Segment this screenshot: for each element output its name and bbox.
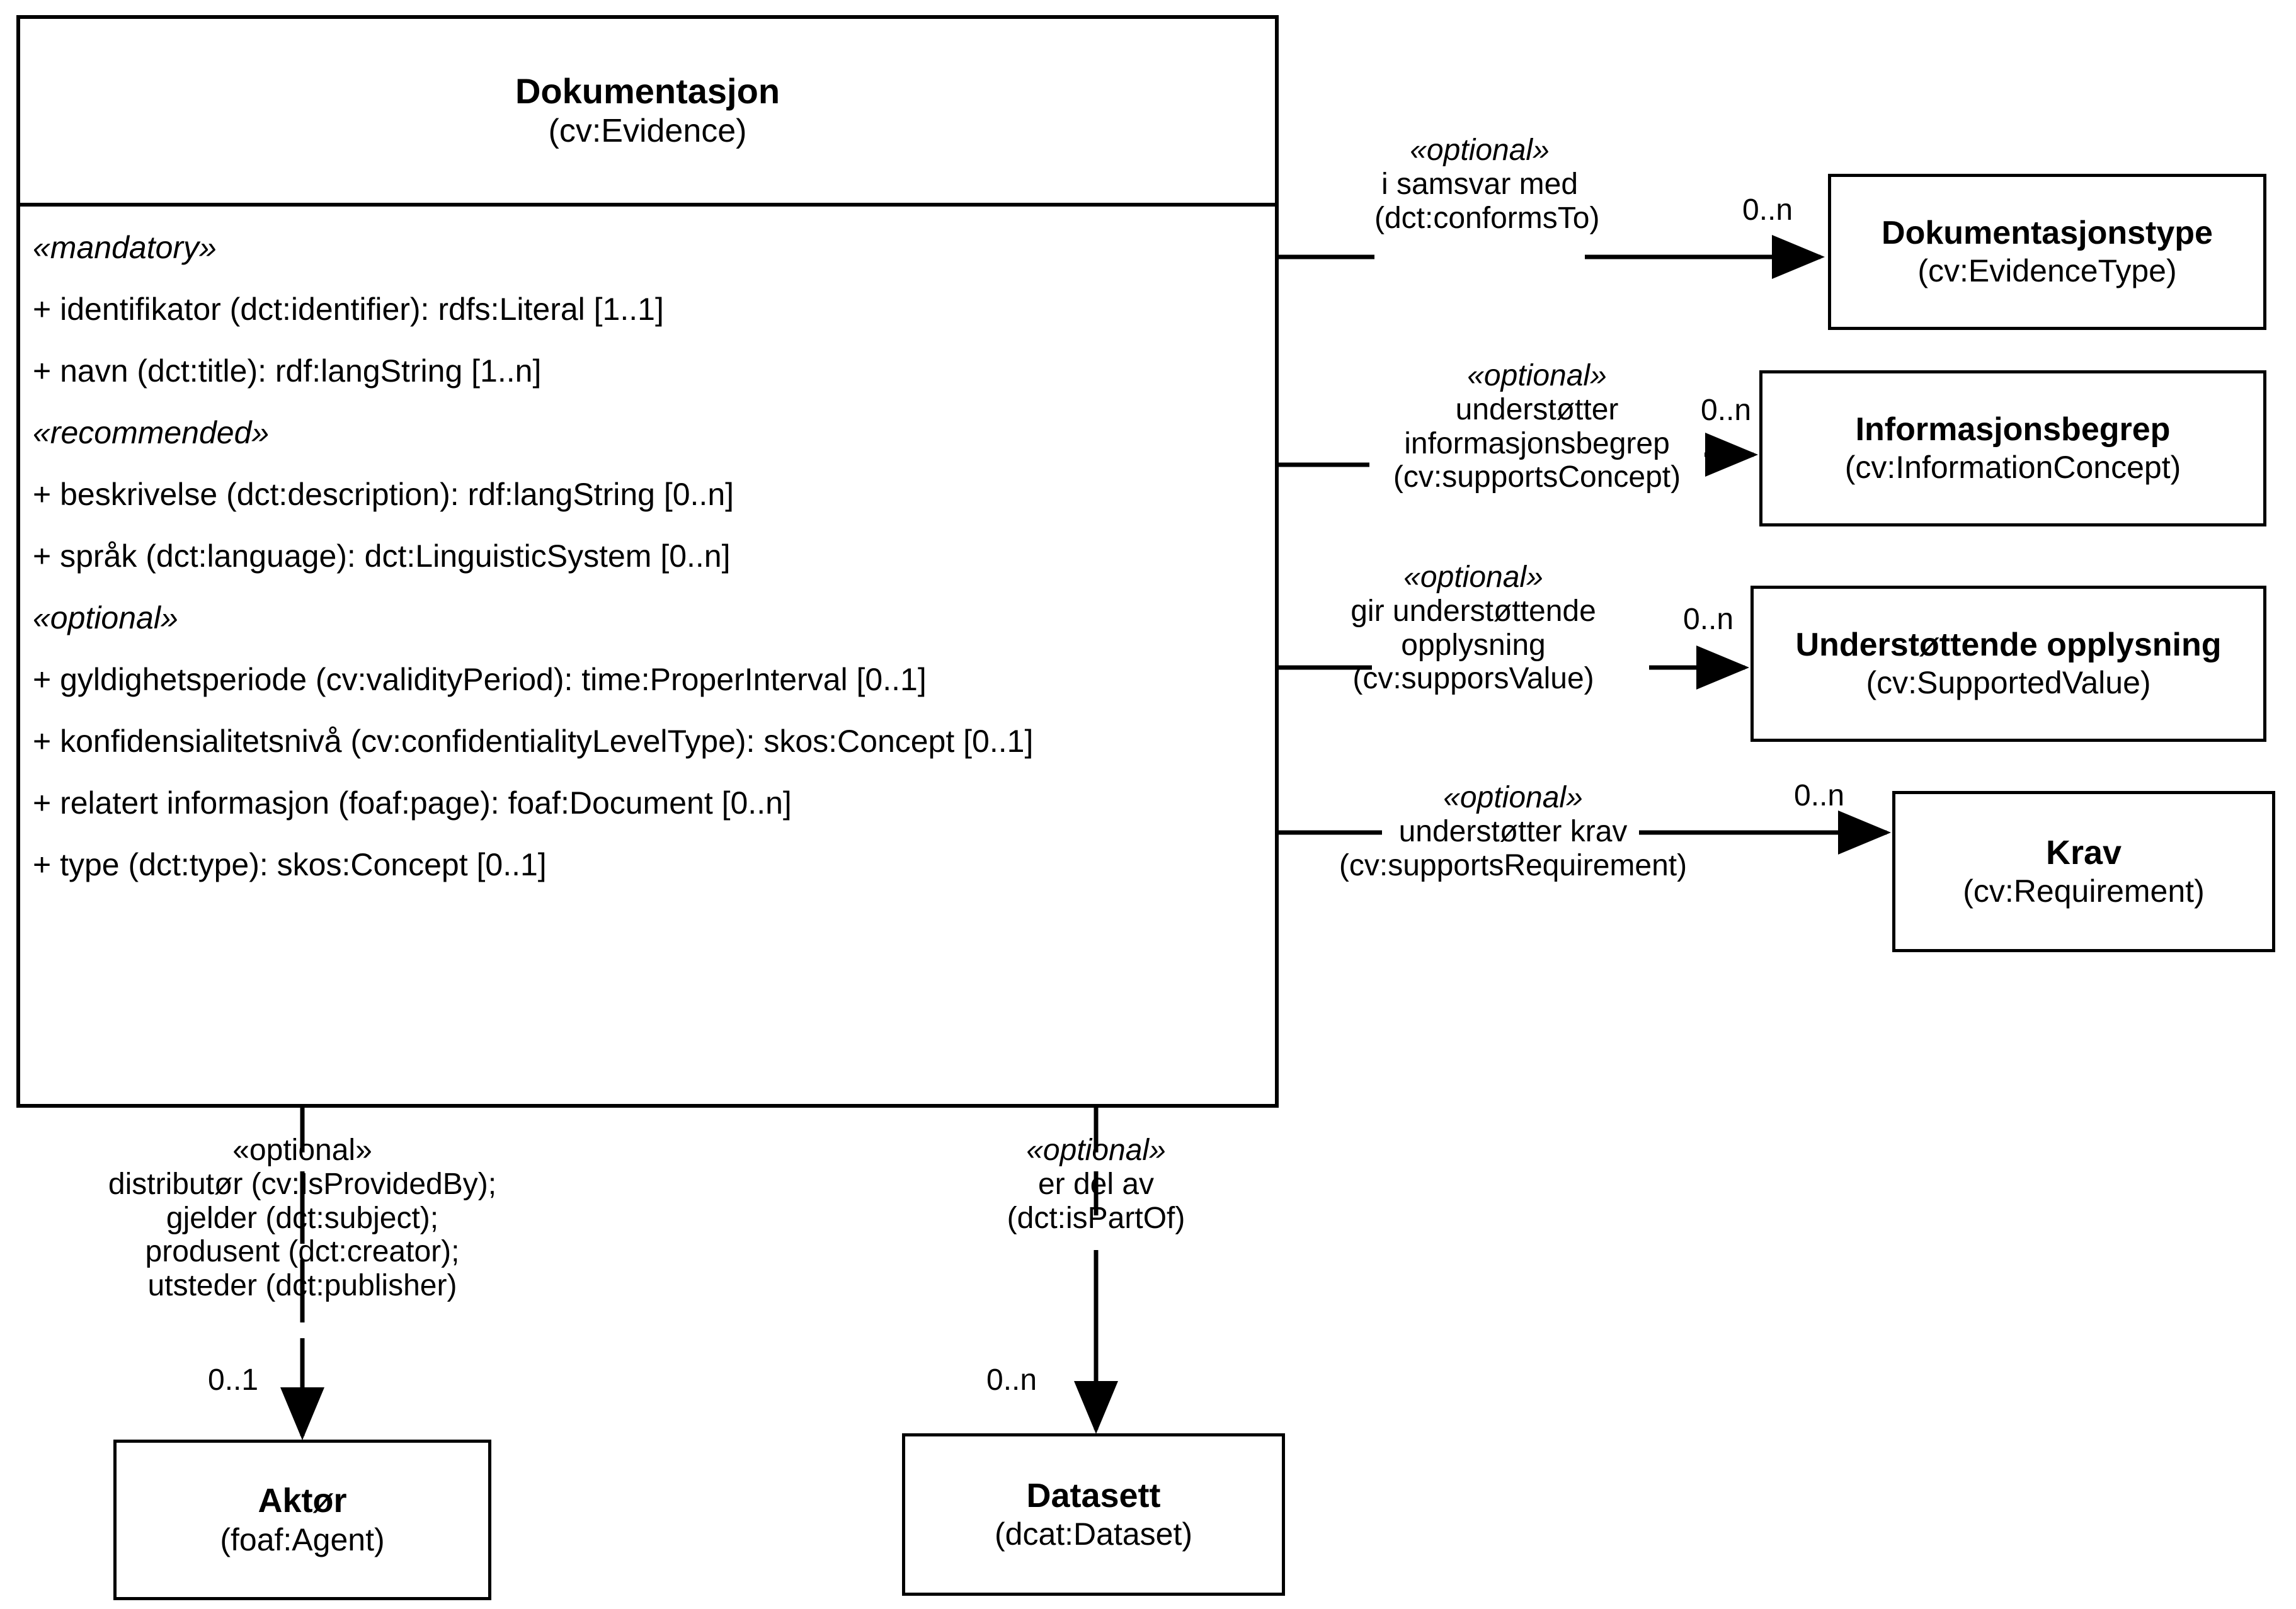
class-uri: (cv:InformationConcept) bbox=[1844, 450, 2181, 486]
class-box-krav[interactable]: Krav (cv:Requirement) bbox=[1892, 791, 2275, 952]
class-box-aktor[interactable]: Aktør (foaf:Agent) bbox=[113, 1440, 491, 1600]
multiplicity-supports-requirement: 0..n bbox=[1794, 779, 1845, 812]
association-role-line1: gir understøttende bbox=[1351, 594, 1596, 628]
attribute-sprak: + språk (dct:language): dct:LinguisticSy… bbox=[33, 538, 731, 574]
class-name: Datasett bbox=[1026, 1476, 1161, 1515]
association-role: understøtter krav bbox=[1398, 814, 1628, 848]
stereotype-mandatory: «mandatory» bbox=[33, 230, 217, 265]
association-role-produsent: produsent (dct:creator); bbox=[145, 1235, 460, 1269]
association-stereotype: «optional» bbox=[232, 1134, 372, 1167]
class-box-understottende-opplysning[interactable]: Understøttende opplysning (cv:SupportedV… bbox=[1751, 586, 2266, 742]
association-stereotype: «optional» bbox=[1410, 134, 1550, 167]
association-property: (cv:supportsConcept) bbox=[1393, 460, 1681, 494]
association-stereotype: «optional» bbox=[1467, 359, 1607, 392]
attribute-relatert-informasjon: + relatert informasjon (foaf:page): foaf… bbox=[33, 785, 792, 821]
class-name: Krav bbox=[2045, 833, 2122, 872]
class-header-datasett: Datasett (dcat:Dataset) bbox=[905, 1436, 1282, 1593]
stereotype-recommended: «recommended» bbox=[33, 415, 270, 450]
class-header-aktor: Aktør (foaf:Agent) bbox=[117, 1443, 488, 1597]
stereotype-optional: «optional» bbox=[33, 600, 178, 635]
class-name: Dokumentasjon bbox=[515, 71, 780, 111]
class-uri: (dcat:Dataset) bbox=[994, 1516, 1192, 1552]
multiplicity-supports-concept: 0..n bbox=[1701, 394, 1752, 427]
association-label-is-part-of: «optional» er del av (dct:isPartOf) bbox=[939, 1134, 1254, 1235]
class-box-dokumentasjon[interactable]: Dokumentasjon (cv:Evidence) «mandatory» … bbox=[16, 15, 1279, 1108]
association-stereotype: «optional» bbox=[1443, 781, 1583, 814]
association-label-supports-concept: «optional» understøtter informasjonsbegr… bbox=[1369, 359, 1705, 494]
attribute-gyldighetsperiode: + gyldighetsperiode (cv:validityPeriod):… bbox=[33, 662, 927, 697]
class-uri: (cv:SupportedValue) bbox=[1866, 665, 2151, 701]
association-role: i samsvar med bbox=[1381, 167, 1579, 201]
association-role: er del av bbox=[1037, 1167, 1155, 1201]
class-header-dokumentasjonstype: Dokumentasjonstype (cv:EvidenceType) bbox=[1831, 177, 2263, 327]
association-label-conforms-to: «optional» i samsvar med (dct:conformsTo… bbox=[1374, 134, 1600, 235]
class-name: Informasjonsbegrep bbox=[1855, 411, 2171, 448]
class-box-datasett[interactable]: Datasett (dcat:Dataset) bbox=[902, 1433, 1285, 1596]
association-property: (cv:supportsRequirement) bbox=[1339, 848, 1688, 882]
association-label-agent-roles: «optional» distributør (cv:IsProvidedBy)… bbox=[19, 1134, 586, 1303]
class-uri: (foaf:Agent) bbox=[220, 1521, 385, 1557]
attribute-navn: + navn (dct:title): rdf:langString [1..n… bbox=[33, 353, 542, 389]
multiplicity-supports-value: 0..n bbox=[1683, 603, 1734, 636]
association-label-supports-value: «optional» gir understøttende opplysning… bbox=[1298, 560, 1649, 696]
class-attributes-compartment: «mandatory» + identifikator (dct:identif… bbox=[20, 207, 1275, 1104]
class-name: Aktør bbox=[258, 1482, 347, 1520]
association-label-supports-requirement: «optional» understøtter krav (cv:support… bbox=[1286, 781, 1740, 882]
class-box-informasjonsbegrep[interactable]: Informasjonsbegrep (cv:InformationConcep… bbox=[1759, 370, 2266, 526]
association-role-distributor: distributør (cv:IsProvidedBy); bbox=[108, 1167, 497, 1201]
class-name: Dokumentasjonstype bbox=[1882, 214, 2213, 251]
multiplicity-conforms-to: 0..n bbox=[1742, 193, 1793, 227]
association-stereotype: «optional» bbox=[1026, 1134, 1166, 1167]
class-header-dokumentasjon: Dokumentasjon (cv:Evidence) bbox=[20, 19, 1275, 207]
association-property: (dct:isPartOf) bbox=[1007, 1201, 1185, 1235]
attribute-beskrivelse: + beskrivelse (dct:description): rdf:lan… bbox=[33, 477, 734, 512]
class-header-understottende-opplysning: Understøttende opplysning (cv:SupportedV… bbox=[1754, 589, 2263, 739]
attribute-type: + type (dct:type): skos:Concept [0..1] bbox=[33, 847, 547, 882]
association-role-gjelder: gjelder (dct:subject); bbox=[166, 1201, 439, 1235]
class-name: Understøttende opplysning bbox=[1795, 626, 2222, 663]
association-role-utsteder: utsteder (dct:publisher) bbox=[147, 1269, 457, 1302]
multiplicity-is-part-of: 0..n bbox=[986, 1363, 1037, 1397]
association-stereotype: «optional» bbox=[1403, 560, 1543, 594]
association-property: (dct:conformsTo) bbox=[1374, 201, 1600, 235]
class-box-dokumentasjonstype[interactable]: Dokumentasjonstype (cv:EvidenceType) bbox=[1828, 174, 2266, 330]
attribute-identifikator: + identifikator (dct:identifier): rdfs:L… bbox=[33, 292, 664, 327]
class-header-krav: Krav (cv:Requirement) bbox=[1895, 794, 2272, 949]
association-property: (cv:supporsValue) bbox=[1352, 662, 1594, 696]
association-role-line1: understøtter bbox=[1455, 392, 1619, 426]
association-role-line2: opplysning bbox=[1401, 628, 1546, 662]
class-uri: (cv:Evidence) bbox=[548, 113, 747, 150]
association-role-line2: informasjonsbegrep bbox=[1404, 426, 1670, 460]
multiplicity-agent-roles: 0..1 bbox=[208, 1363, 259, 1397]
class-header-informasjonsbegrep: Informasjonsbegrep (cv:InformationConcep… bbox=[1762, 373, 2263, 523]
class-uri: (cv:Requirement) bbox=[1963, 873, 2205, 909]
attribute-konfidensialitetsniva: + konfidensialitetsnivå (cv:confidential… bbox=[33, 724, 1034, 759]
class-uri: (cv:EvidenceType) bbox=[1917, 253, 2177, 289]
